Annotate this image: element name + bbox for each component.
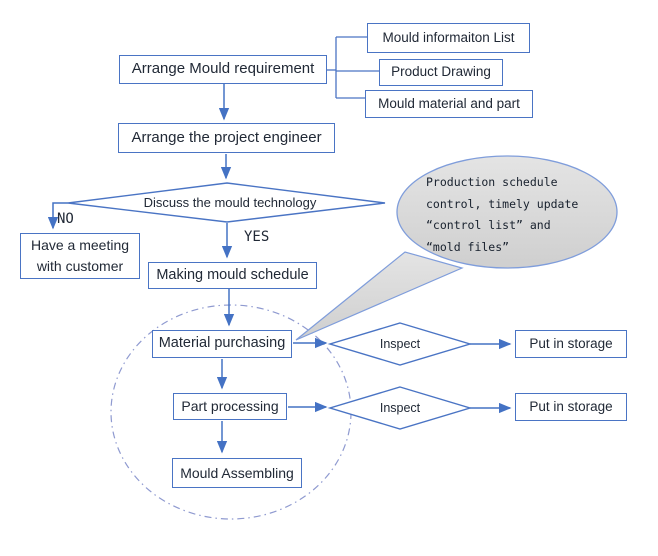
mould-material-and-part-box: Mould material and part <box>365 90 533 118</box>
inspect-1-label: Inspect <box>379 337 421 351</box>
arrange-mould-requirement-box: Arrange Mould requirement <box>119 55 327 84</box>
discuss-mould-technology-label: Discuss the mould technology <box>143 194 317 210</box>
discuss-mould-technology-diamond <box>67 182 386 223</box>
part-processing-box: Part processing <box>173 393 287 420</box>
arrow-no-branch <box>47 202 68 230</box>
callout-line-1: Production schedule <box>426 175 558 189</box>
making-mould-schedule-box: Making mould schedule <box>148 262 317 289</box>
callout-note: Production schedule control, timely upda… <box>426 172 578 258</box>
yes-branch-label: YES <box>244 229 270 245</box>
have-meeting-with-customer-box: Have a meeting with customer <box>20 233 140 279</box>
callout-bubble <box>396 155 618 269</box>
callout-line-3: “control list” and <box>426 218 551 232</box>
inspect-1-diamond <box>327 322 473 366</box>
arrange-project-engineer-box: Arrange the project engineer <box>118 123 335 153</box>
material-purchasing-box: Material purchasing <box>152 330 292 358</box>
inspect-2-label: Inspect <box>379 401 421 415</box>
callout-line-4: “mold files” <box>426 239 510 254</box>
callout-tail <box>295 251 464 341</box>
put-in-storage-2-box: Put in storage <box>515 393 627 421</box>
mould-assembling-box: Mould Assembling <box>172 458 302 488</box>
inspect-2-diamond <box>327 386 473 430</box>
mould-information-list-box: Mould informaiton List <box>367 23 530 53</box>
no-branch-label: NO <box>57 211 74 227</box>
callout-line-2: control, timely update <box>426 196 579 211</box>
product-drawing-box: Product Drawing <box>379 59 503 86</box>
put-in-storage-1-box: Put in storage <box>515 330 627 358</box>
